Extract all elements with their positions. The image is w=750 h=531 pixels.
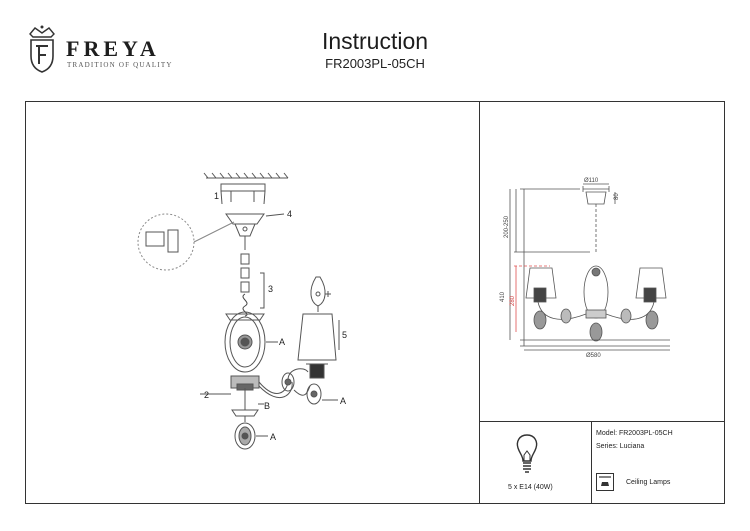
- callout-a-ring: A: [279, 337, 285, 347]
- dim-width: Ø580: [586, 353, 601, 359]
- bulb-icon: [516, 434, 538, 473]
- brand-logo: FREYA TRADITION OF QUALITY: [22, 24, 192, 76]
- frame-divider-vertical: [479, 101, 480, 504]
- frame-divider-horizontal: [479, 421, 725, 422]
- dim-canopy-diameter: Ø110: [584, 178, 599, 184]
- callout-4: 4: [287, 209, 292, 219]
- page-title: Instruction: [321, 28, 429, 54]
- dimension-diagram: Ø110 80 200-250 410 280 Ø580: [500, 178, 670, 359]
- ceiling-lamp-icon: [596, 473, 614, 491]
- lamp-type: Ceiling Lamps: [626, 479, 671, 486]
- callout-2: 2: [204, 390, 209, 400]
- assembly-diagram: 1 2 3 4 5 A B A A: [137, 172, 347, 450]
- callout-a-arm: A: [340, 396, 346, 406]
- callout-a-pendant: A: [270, 432, 276, 442]
- dim-total-height: 410: [500, 291, 506, 302]
- brand-name: FREYA: [66, 36, 160, 61]
- dim-canopy-height: 80: [614, 193, 620, 200]
- brand-tagline: TRADITION OF QUALITY: [67, 61, 173, 69]
- dim-body-height: 280: [510, 295, 516, 306]
- model-line: Model: FR2003PL-05CH: [596, 430, 673, 437]
- dim-chain-range: 200-250: [504, 215, 510, 238]
- series-line: Series: Luciana: [596, 443, 645, 450]
- bulb-spec: 5 x E14 (40W): [508, 484, 553, 491]
- content-frame: [25, 101, 725, 504]
- callout-3: 3: [268, 284, 273, 294]
- callout-1: 1: [214, 191, 219, 201]
- spec-divider: [591, 421, 592, 504]
- callout-b: B: [264, 401, 270, 411]
- crest-logo-icon: [29, 25, 55, 73]
- callout-5: 5: [342, 330, 347, 340]
- model-code: FR2003PL-05CH: [325, 56, 425, 71]
